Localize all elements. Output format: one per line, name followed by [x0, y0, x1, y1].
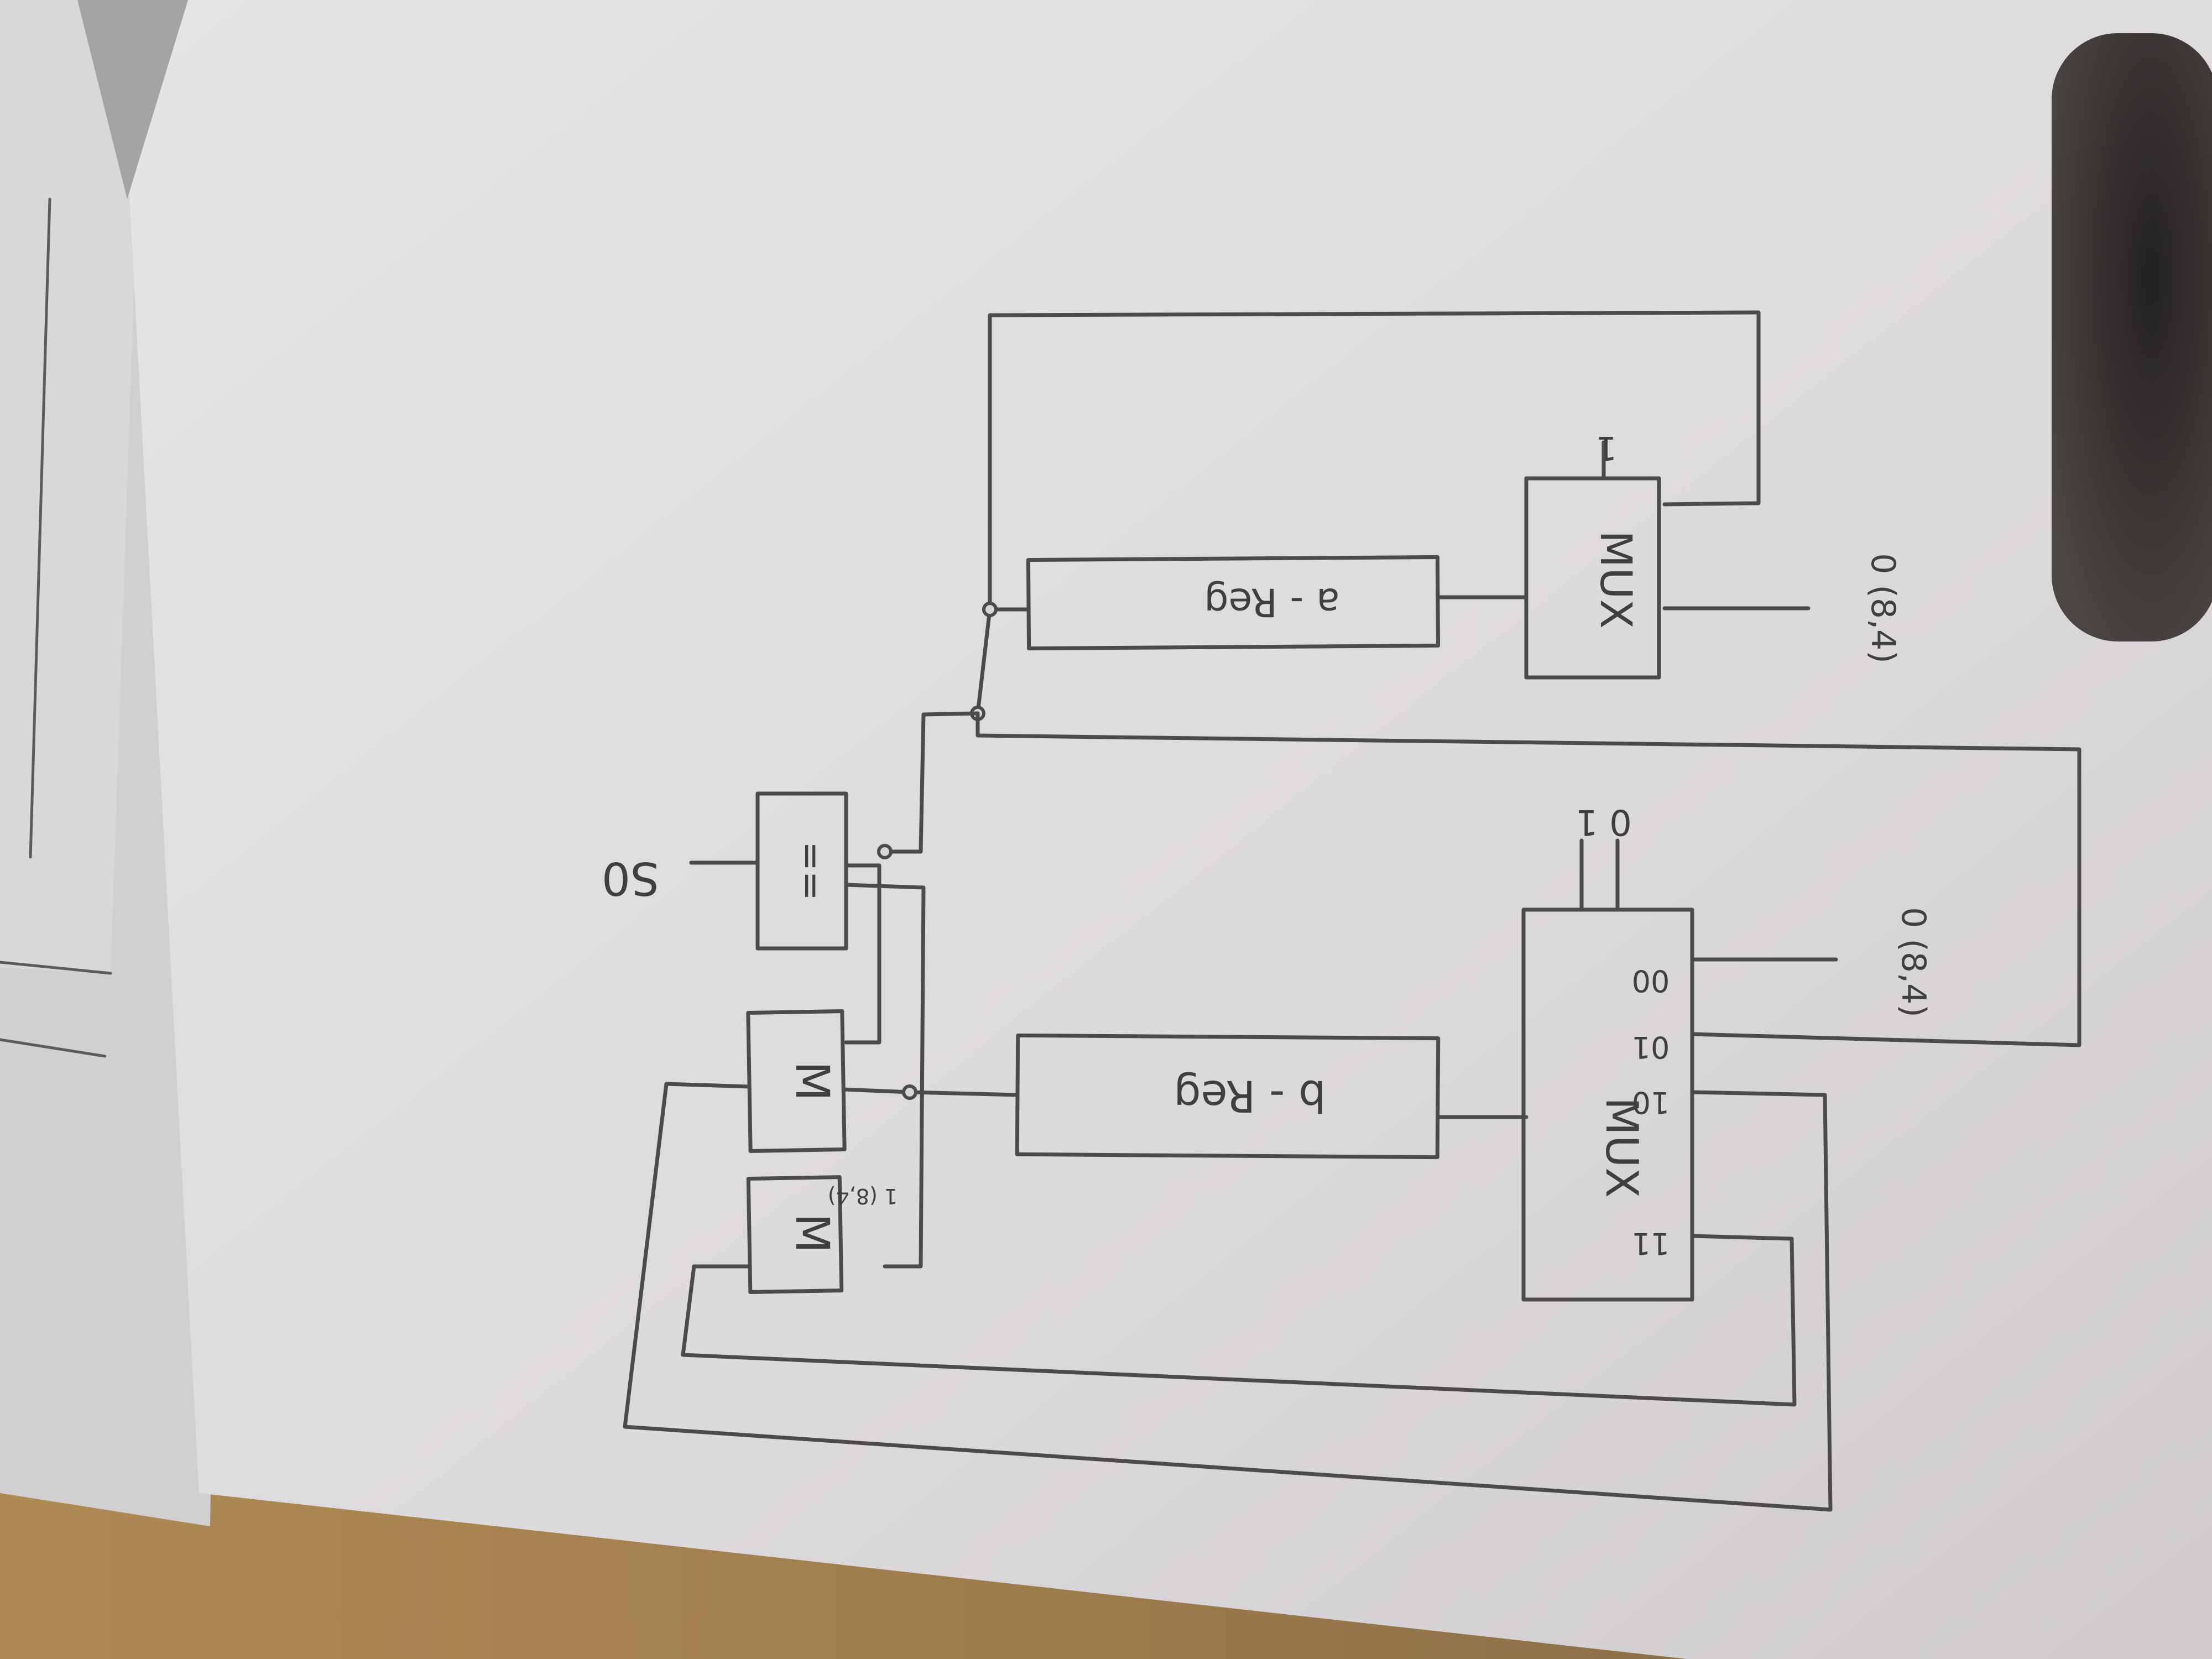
a-reg-box: [1026, 555, 1441, 651]
dark-corner-shadow: [2052, 33, 2212, 641]
mux-top-input0-label: 0 (8,4): [1864, 553, 1902, 663]
wire-comparator-input-b: [844, 883, 926, 1269]
mux-bottom-label: MUX: [1596, 1097, 1647, 1198]
wire-loop-return: [975, 711, 2081, 1047]
mux-top-select-label: 1: [1596, 429, 1617, 467]
wire-node-to-m1: [841, 1087, 912, 1094]
m-block-1: [746, 1009, 847, 1153]
lined-notebook-page: [0, 0, 144, 973]
comparator-box: [755, 791, 848, 951]
m-block-2-label: M: [785, 1213, 839, 1253]
mux-top-label: MUX: [1590, 530, 1640, 629]
mux-bottom-in-10: 10: [1632, 1085, 1670, 1120]
wire-comparator-input-m: [844, 863, 881, 1045]
m-block-2: [746, 1175, 844, 1294]
mux-bottom-box: [1521, 907, 1694, 1302]
m-block-note: 1 (8,4): [828, 1184, 898, 1208]
b-reg-box: [1015, 1033, 1441, 1160]
a-reg-label: a - Reg: [1204, 580, 1340, 625]
m-block-1-label: M: [785, 1061, 839, 1101]
wire-top-loop: [988, 310, 1761, 616]
wire-junction: [982, 602, 998, 617]
wire-compare-to-loop: [883, 711, 980, 854]
mux-bottom-select-label: 0 1: [1575, 801, 1632, 842]
fold-shadow: [77, 0, 188, 199]
paper-sheet: [119, 0, 2212, 1659]
wire-junction: [902, 1084, 917, 1100]
b-reg-label: b - Reg: [1173, 1071, 1326, 1120]
notebook-line: [29, 197, 51, 859]
mux-bottom-in-01: 01: [1632, 1030, 1670, 1065]
mux-bottom-in-11: 11: [1632, 1226, 1670, 1261]
notebook-line: [0, 1038, 107, 1058]
comparator-output-label: S0: [602, 852, 659, 904]
wire-junction: [877, 844, 893, 859]
comparator-label: ==: [790, 841, 831, 900]
wire-b-reg-to-node: [907, 1090, 1020, 1097]
notebook-line: [0, 961, 112, 975]
mux-bottom-in-00: 00: [1632, 963, 1670, 998]
wire-mux-in-10-loop: [623, 1082, 1833, 1512]
wire-mux-in-11-loop: [681, 1234, 1797, 1407]
wire-node-down: [975, 607, 992, 716]
mux-top-box: [1524, 476, 1661, 680]
mux-bottom-input00-label: 0 (8,4): [1894, 907, 1933, 1017]
